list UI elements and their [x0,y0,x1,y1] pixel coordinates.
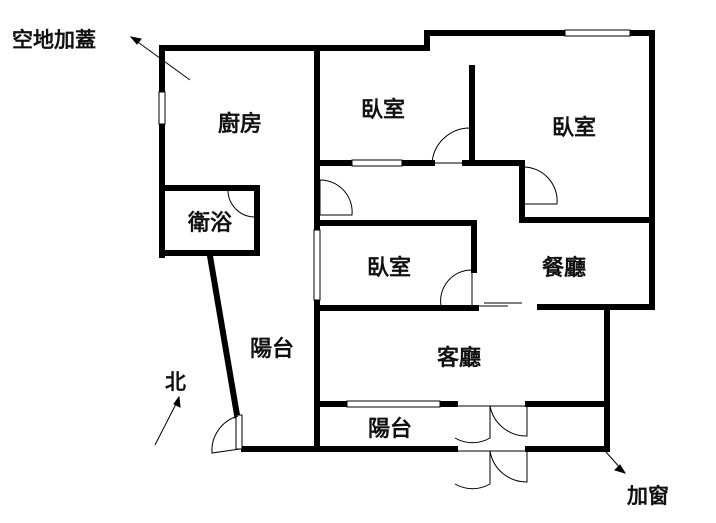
room-label-balcony-west: 陽台 [249,337,295,362]
room-label-kitchen: 廚房 [217,112,263,137]
annotation-window-addition: 加窗 [627,484,669,508]
room-label-bedroom-2: 臥室 [551,116,597,141]
room-label-living: 客廳 [436,346,482,371]
windows [158,29,631,408]
walls [159,30,655,452]
room-label-bedroom-3: 臥室 [366,256,412,281]
room-label-bathroom: 衛浴 [187,211,233,236]
arrows [129,36,627,474]
north-label: 北 [165,370,186,394]
doors [211,127,558,490]
annotation-addition: 空地加蓋 [12,28,96,52]
room-label-dining: 餐廳 [541,256,587,281]
room-label-balcony-south: 陽台 [367,417,413,442]
room-label-bedroom-1: 臥室 [360,98,406,123]
